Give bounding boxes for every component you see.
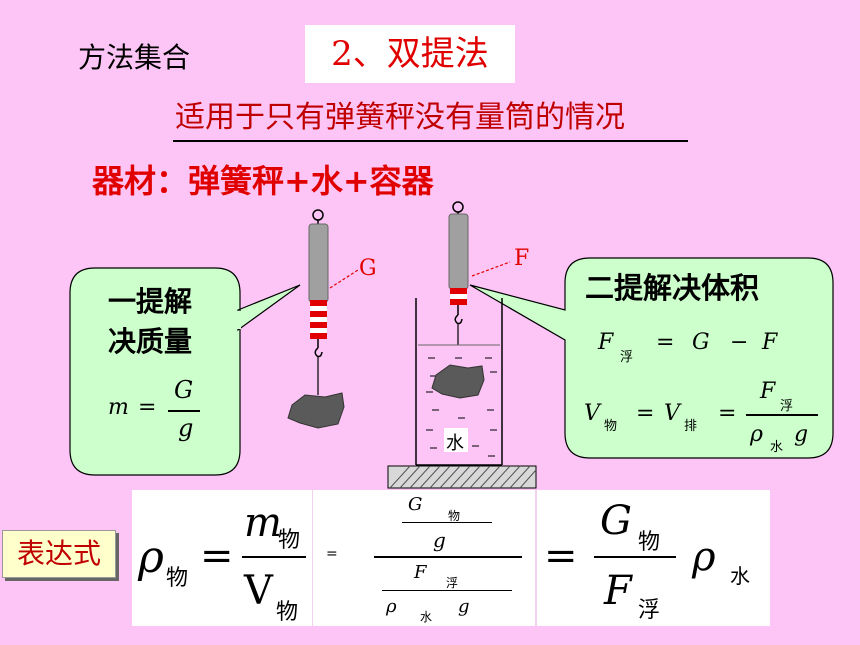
right-speech-bubble [469,257,834,459]
volume-eq: = [636,401,655,426]
expression-label: 表达式 [2,530,116,578]
cf-upper-bar [402,522,492,523]
volume-sub-pai: 排 [684,419,698,434]
cf-G: G [408,494,423,515]
expr-eq2: = [544,533,578,579]
method-label: 方法集合 [78,41,191,74]
volume-fraction-bar [746,414,818,416]
expr-eq: = [200,533,234,579]
volume-V2: V [664,401,680,426]
volume-den-sub: 水 [770,440,784,455]
left-bubble-line2: 决质量 [107,325,192,358]
res-fraction-bar [594,556,676,558]
volume-eq2: = [718,401,737,426]
volume-num-sub: 浮 [780,399,794,414]
buoyancy-sub-fu: 浮 [620,350,634,365]
subtitle: 适用于只有弹簧秤没有量筒的情况 [175,100,625,135]
res-F-sub: 浮 [638,598,661,623]
buoyancy-F2: F [762,330,778,355]
buoyancy-F: F [598,330,614,355]
expr-V: V [244,568,273,614]
mass-formula-eq: = [138,395,157,420]
expr-V-sub: 物 [276,600,299,625]
expr-rho-sub: 物 [166,566,189,591]
cf-g: g [433,528,446,552]
water-container [415,298,503,466]
cf-main-bar [374,556,522,558]
cf-rho: ρ [386,596,397,617]
cf-G-sub: 物 [448,509,461,523]
slide-title: 2、双提法 [305,25,515,83]
stand-base [387,465,537,489]
expr-m: m [244,500,282,546]
volume-sub-wu: 物 [604,419,618,434]
cf-rho-sub: 水 [420,610,433,624]
res-G-sub: 物 [638,530,661,555]
equipment-text: 器材：弹簧秤+水+容器 [92,162,434,200]
res-F: F [604,568,632,614]
volume-V: V [584,401,600,426]
res-G: G [600,498,632,544]
buoyancy-minus: − [730,330,749,355]
left-bubble-text: 一提解 决质量 [90,282,210,362]
volume-den-rho: ρ [750,422,763,447]
expr-small-eq: = [326,546,338,562]
label-f: F [514,246,530,271]
water-label: 水 [446,433,464,454]
cf-lower-bar [382,590,512,591]
buoyancy-G: G [692,330,710,355]
mass-formula-num: G [174,376,194,404]
buoyancy-eq: = [656,330,675,355]
expr-rho: ρ [138,532,164,583]
mass-fraction-bar [168,410,200,412]
mass-formula-den: g [178,414,194,442]
volume-num-F: F [760,379,776,404]
res-rho-sub: 水 [730,564,750,588]
volume-den-g: g [794,422,809,447]
cf-F: F [414,562,427,583]
label-g: G [359,256,377,281]
left-bubble-line1: 一提解 [107,285,192,318]
right-bubble-title: 二提解决体积 [585,271,760,305]
expr-m-sub: 物 [278,528,301,553]
expr-fraction-bar [242,556,306,558]
left-spring-scale [287,209,345,429]
right-spring-scale [448,201,469,368]
res-rho: ρ [692,534,716,580]
expression-panel [132,490,770,626]
cf-g2: g [458,596,470,617]
subtitle-underline [173,140,688,142]
cf-F-sub: 浮 [446,576,459,590]
mass-formula-lhs: m [108,395,129,420]
